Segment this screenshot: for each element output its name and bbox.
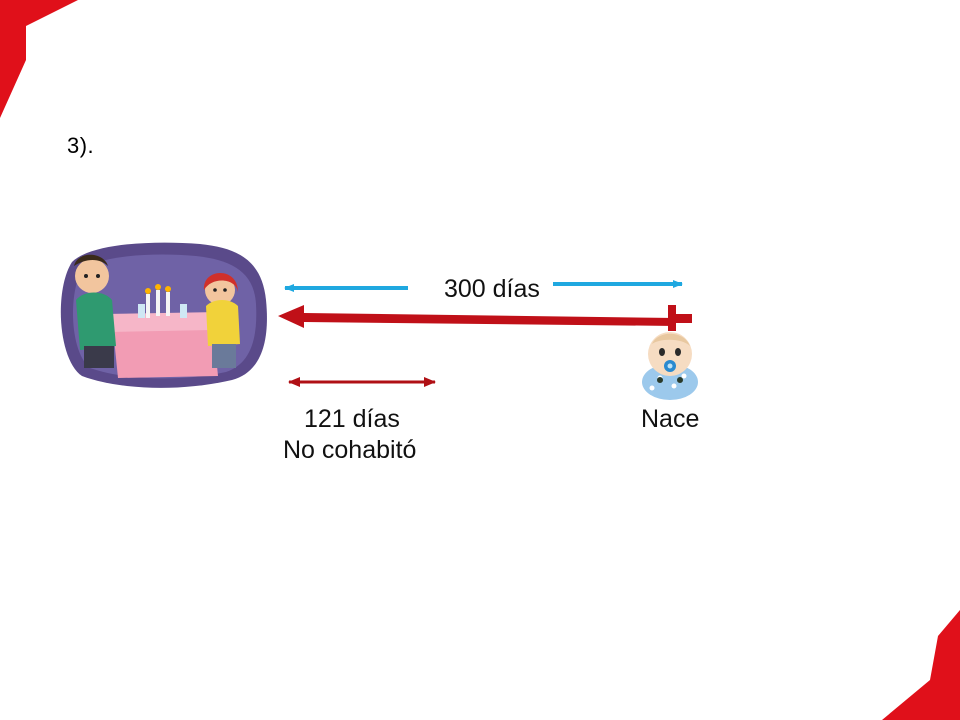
corner-decoration-bottom-right: [882, 610, 960, 720]
main-red-arrow: [278, 305, 692, 331]
baby-illustration: [642, 332, 698, 400]
birth-label: Nace: [641, 405, 700, 433]
total-days-label: 300 días: [444, 275, 540, 303]
period-days-label: 121 días: [304, 405, 400, 433]
corner-decoration-top-left: [0, 0, 78, 118]
couple-dinner-illustration: [60, 242, 267, 388]
slide-number: 3).: [67, 133, 95, 158]
period-caption: No cohabitó: [283, 436, 417, 464]
